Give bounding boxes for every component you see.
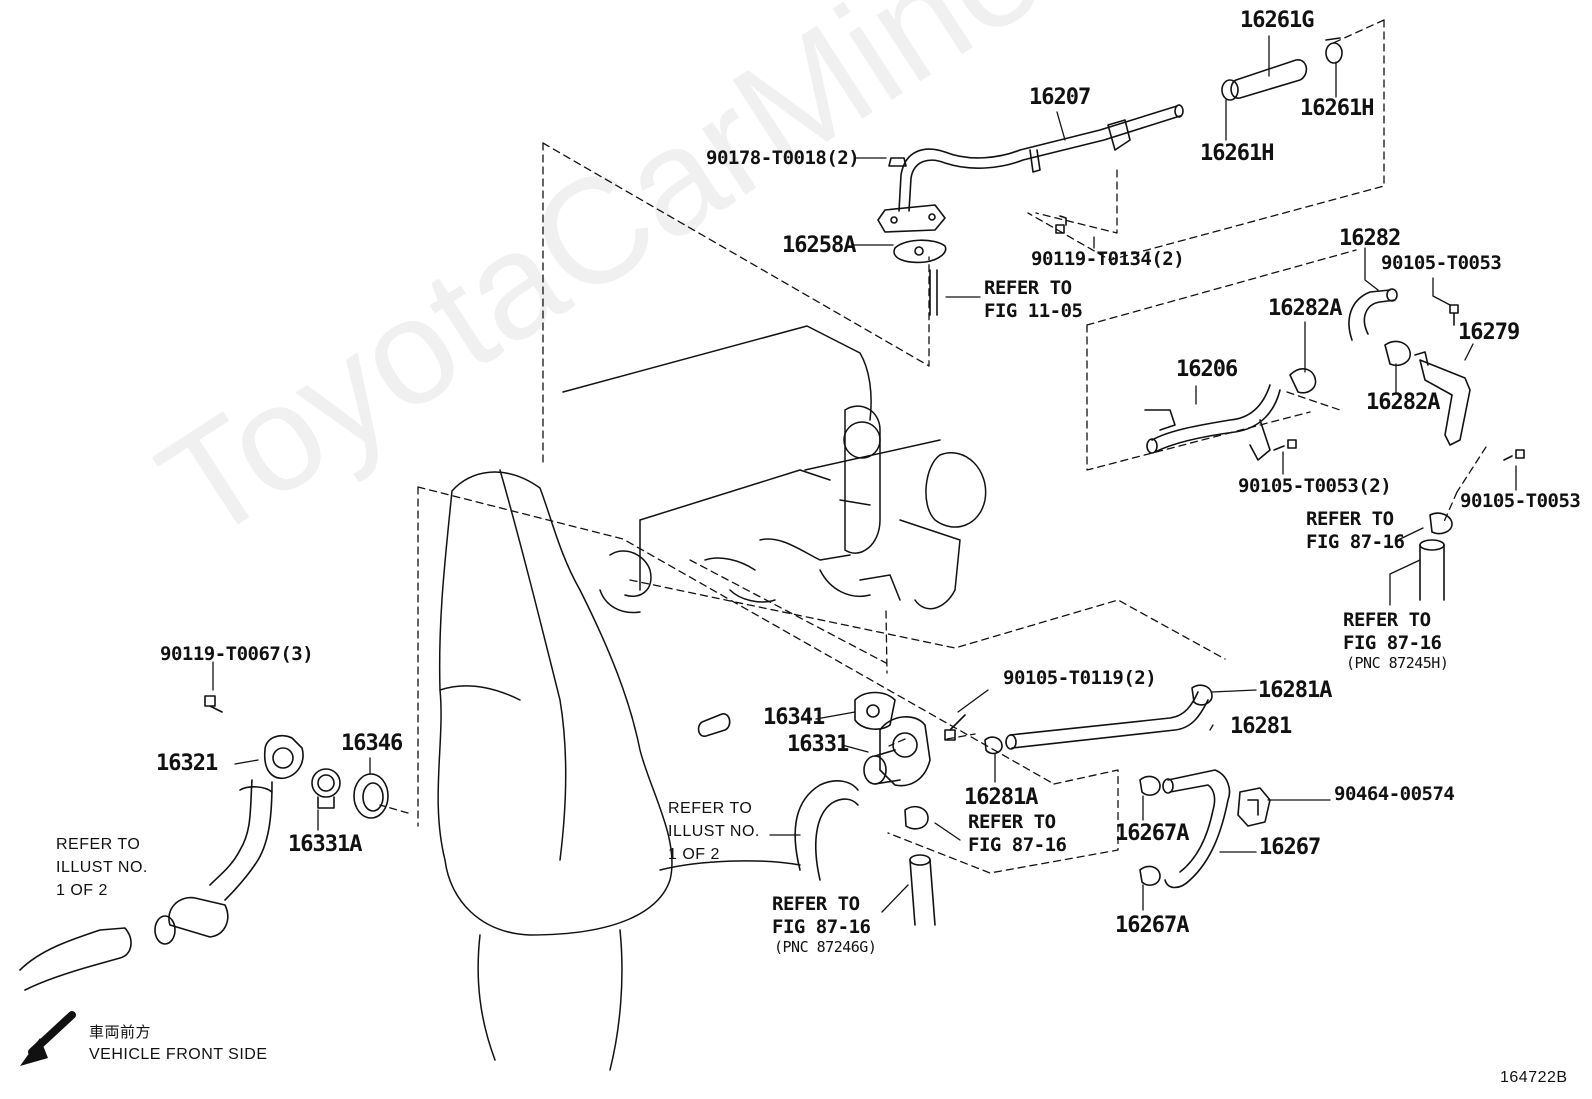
front-side-en: VEHICLE FRONT SIDE	[89, 1046, 268, 1063]
leader-lines	[212, 35, 1517, 913]
refer-illust-left: REFER TO ILLUST NO. 1 OF 2	[56, 836, 148, 899]
refer-fig-87-16-b: REFER TO FIG 87-16	[1343, 609, 1442, 654]
label-16267A-top: 16267A	[1115, 821, 1189, 846]
pnc-87245H: (PNC 87245H)	[1346, 654, 1449, 672]
hose-stub	[697, 713, 731, 737]
hose-16282	[1348, 288, 1398, 341]
label-16281: 16281	[1230, 714, 1292, 739]
hose-16261G	[1221, 37, 1343, 101]
hose-refer-87-16-bottom	[909, 854, 936, 926]
label-16281A-bot: 16281A	[964, 785, 1038, 810]
hose-16281	[984, 684, 1213, 755]
label-16331A: 16331A	[288, 832, 362, 857]
label-90105-T0119: 90105-T0119(2)	[1003, 667, 1157, 689]
label-16282A-mid: 16282A	[1366, 390, 1440, 415]
label-90119-T0067: 90119-T0067(3)	[160, 643, 314, 665]
diagram-id: 164722B	[1500, 1069, 1568, 1086]
refer-fig-87-16-a: REFER TO FIG 87-16	[1306, 508, 1405, 553]
label-16261H-mid: 16261H	[1200, 141, 1274, 166]
label-90464-00574: 90464-00574	[1334, 783, 1455, 805]
label-90119-T0134: 90119-T0134(2)	[1031, 248, 1185, 270]
label-16346: 16346	[341, 731, 403, 756]
label-16279: 16279	[1458, 320, 1520, 345]
pipe-16207	[877, 104, 1184, 233]
refer-fig-11-05: REFER TO FIG 11-05	[984, 277, 1083, 322]
label-16258A: 16258A	[782, 233, 856, 258]
bracket-16279	[1414, 351, 1471, 446]
clamp-87-16	[904, 806, 929, 830]
label-16321: 16321	[156, 751, 218, 776]
bolt-90119-T0134	[1055, 215, 1067, 234]
gasket-16341	[854, 691, 896, 730]
label-16281A-top: 16281A	[1258, 678, 1332, 703]
label-16261H-top: 16261H	[1300, 96, 1374, 121]
bolt-90105-T0053-pair	[1273, 439, 1297, 451]
label-16206: 16206	[1176, 357, 1238, 382]
label-16282A-top: 16282A	[1268, 296, 1342, 321]
hose-left	[19, 927, 132, 991]
front-side-jp: 車両前方	[89, 1024, 152, 1041]
outlet-16321	[154, 734, 304, 945]
label-16207: 16207	[1029, 85, 1091, 110]
bolt-90119-T0067	[204, 695, 223, 713]
pnc-87246G: (PNC 87246G)	[774, 938, 877, 956]
bolt-90105-T0119	[944, 714, 966, 741]
front-arrow-icon	[20, 1038, 48, 1066]
clip-90464-00574	[1237, 787, 1271, 827]
engine-outline	[437, 325, 987, 1071]
label-16282: 16282	[1339, 226, 1401, 251]
label-90105-T0053-2: 90105-T0053(2)	[1238, 475, 1392, 497]
pipe-16206	[1144, 384, 1281, 461]
label-16261G: 16261G	[1240, 8, 1314, 33]
label-16341: 16341	[763, 705, 825, 730]
bolt-90105-T0053-top	[1449, 304, 1459, 326]
hose-refer-illust	[794, 780, 859, 881]
gasket-16258A	[893, 239, 947, 316]
gasket-16346	[353, 773, 389, 819]
hose-right-87-16	[1419, 512, 1453, 601]
label-16267A-bot: 16267A	[1115, 913, 1189, 938]
label-16267: 16267	[1259, 835, 1321, 860]
thermostat-16331A	[311, 768, 341, 809]
clamp-16282A	[1289, 340, 1411, 394]
housing-16331	[863, 716, 931, 787]
label-90105-T0053-top: 90105-T0053	[1381, 252, 1502, 274]
label-16331: 16331	[787, 732, 849, 757]
label-90105-T0053-right: 90105-T0053	[1460, 490, 1581, 512]
hose-16267	[1139, 769, 1231, 889]
dashed-guides	[379, 19, 1487, 874]
refer-fig-87-16-c: REFER TO FIG 87-16	[968, 811, 1067, 856]
refer-fig-87-16-d: REFER TO FIG 87-16	[772, 893, 871, 938]
label-90178-T0018: 90178-T0018(2)	[706, 147, 860, 169]
bolt-90105-T0053-right	[1503, 449, 1525, 461]
refer-illust-right: REFER TO ILLUST NO. 1 OF 2	[668, 800, 760, 863]
